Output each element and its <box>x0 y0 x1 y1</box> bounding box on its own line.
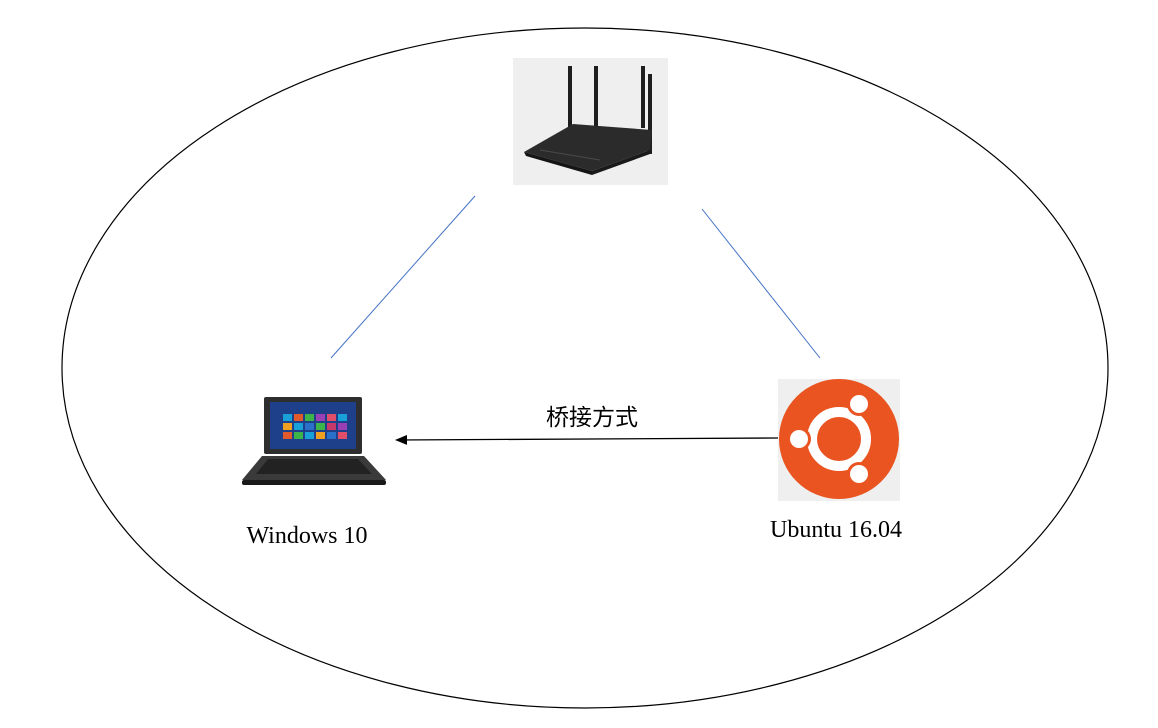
windows-start-tiles <box>283 414 347 439</box>
link-router-windows <box>330 195 476 359</box>
link-router-ubuntu <box>701 208 821 359</box>
laptop-icon <box>242 397 386 485</box>
ubuntu-node-label: Ubuntu 16.04 <box>770 517 902 543</box>
bridge-arrow <box>395 434 779 445</box>
ubuntu-logo-icon <box>778 379 900 501</box>
windows-node-label: Windows 10 <box>246 523 367 549</box>
router-icon <box>513 58 668 185</box>
network-boundary-ellipse <box>61 27 1109 709</box>
bridge-arrow-label: 桥接方式 <box>546 405 638 431</box>
